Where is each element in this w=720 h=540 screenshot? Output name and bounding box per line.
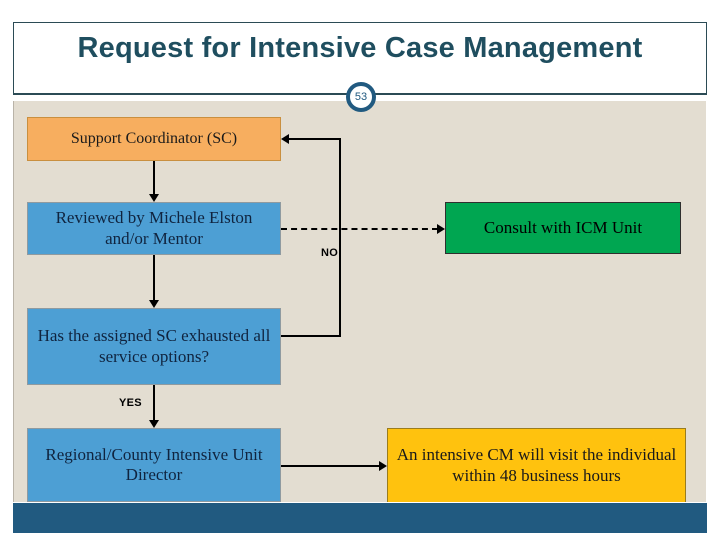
connector-no-branch-return (289, 138, 341, 140)
arrowhead-review-to-consult-icon (437, 224, 445, 234)
flow-node-reviewed-by[interactable]: Reviewed by Michele Elston and/or Mentor (27, 202, 281, 255)
connector-director-to-visit (281, 465, 381, 467)
edge-label-yes: YES (119, 397, 142, 409)
arrowhead-director-to-visit-icon (379, 461, 387, 471)
arrowhead-decision-to-director-icon (149, 420, 159, 428)
connector-no-branch-horizontal (281, 335, 341, 337)
arrowhead-sc-to-review-icon (149, 194, 159, 202)
page-number-badge: 53 (346, 82, 376, 112)
flow-node-decision-exhausted[interactable]: Has the assigned SC exhausted all servic… (27, 308, 281, 385)
flow-node-support-coordinator[interactable]: Support Coordinator (SC) (27, 117, 281, 161)
page-number-text: 53 (354, 90, 368, 103)
page-title: Request for Intensive Case Management (77, 32, 643, 64)
connector-decision-to-director (153, 385, 155, 421)
connector-sc-to-review (153, 161, 155, 195)
edge-label-no: NO (321, 247, 339, 259)
flowchart-canvas: Support Coordinator (SC) Reviewed by Mic… (13, 101, 706, 502)
flow-node-intensive-cm-visit[interactable]: An intensive CM will visit the individua… (387, 428, 686, 502)
arrowhead-no-branch-to-sc-icon (281, 134, 289, 144)
connector-review-to-decision (153, 255, 155, 301)
flow-node-regional-director[interactable]: Regional/County Intensive Unit Director (27, 428, 281, 502)
arrowhead-review-to-decision-icon (149, 300, 159, 308)
connector-no-branch-vertical (339, 138, 341, 337)
flow-node-consult-icm[interactable]: Consult with ICM Unit (445, 202, 681, 254)
footer-accent-bar (13, 503, 707, 533)
connector-review-to-consult-dashed (281, 228, 438, 230)
